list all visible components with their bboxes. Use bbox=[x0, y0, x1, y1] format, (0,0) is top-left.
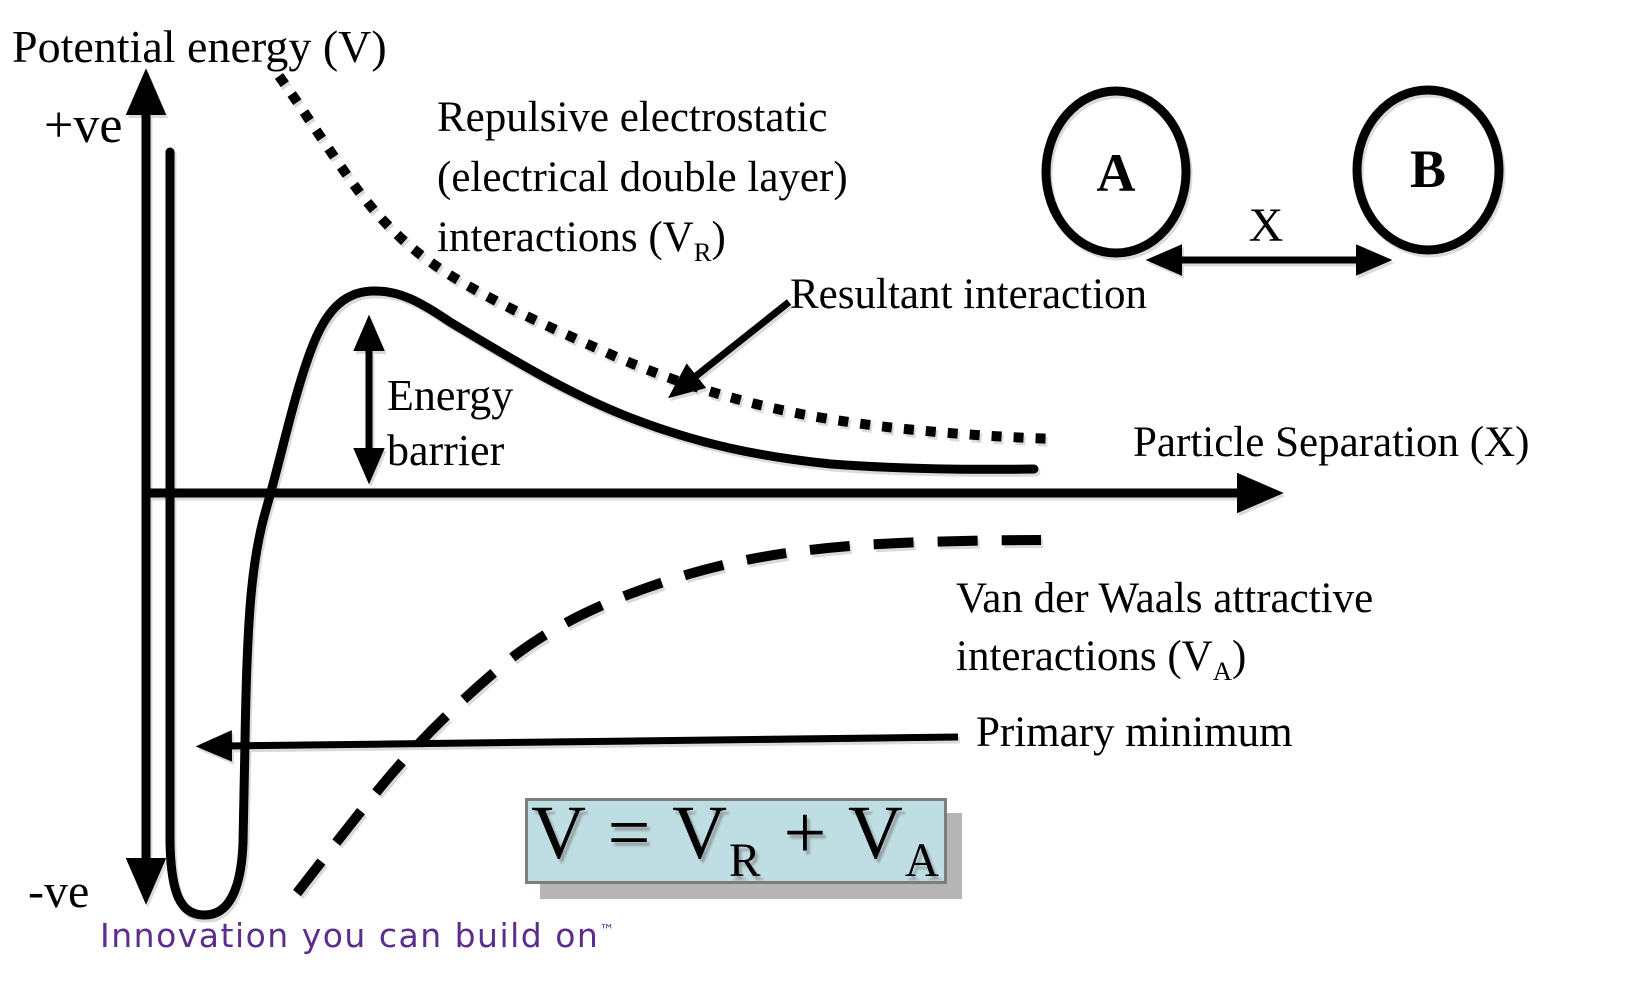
formula-text: V = VR + VA bbox=[531, 795, 941, 884]
page-title: Potential energy (V) bbox=[12, 21, 387, 72]
particle-a-label: A bbox=[1096, 143, 1136, 203]
brand-tagline: Innovation you can build on™ bbox=[100, 916, 614, 955]
energy-barrier-line-2: barrier bbox=[387, 426, 505, 475]
vdw-line-2-pre: interactions (V bbox=[956, 633, 1213, 680]
formula-sub-a: A bbox=[904, 834, 941, 887]
primary-minimum-label: Primary minimum bbox=[976, 709, 1293, 756]
vr-subscript: R bbox=[693, 237, 712, 268]
repulsive-line-2: (electrical double layer) bbox=[437, 154, 848, 201]
y-axis-negative-label: -ve bbox=[28, 865, 90, 918]
repulsive-line-3-pre: interactions (V bbox=[437, 214, 694, 261]
repulsive-curve-label: Repulsive electrostatic (electrical doub… bbox=[437, 88, 848, 268]
vdw-line-2: interactions (VA) bbox=[956, 628, 1373, 686]
particle-b-label: B bbox=[1409, 139, 1447, 199]
formula-mid: + V bbox=[762, 791, 905, 875]
vdw-curve-label: Van der Waals attractive interactions (V… bbox=[956, 570, 1373, 686]
separation-label: X bbox=[1248, 199, 1284, 252]
repulsive-line-3: interactions (VR) bbox=[437, 208, 848, 268]
va-subscript: A bbox=[1212, 656, 1232, 687]
repulsive-line-1: Repulsive electrostatic bbox=[437, 94, 828, 141]
formula-sub-r: R bbox=[729, 834, 763, 887]
attractive-curve-dashed bbox=[293, 535, 1042, 897]
primary-minimum-arrow bbox=[195, 730, 959, 762]
particle-a-circle bbox=[1041, 86, 1191, 258]
repulsive-line-3-post: ) bbox=[711, 214, 726, 261]
trademark-symbol: ™ bbox=[599, 921, 615, 939]
vdw-line-1: Van der Waals attractive bbox=[956, 575, 1374, 622]
resultant-curve-label: Resultant interaction bbox=[790, 271, 1148, 318]
vdw-line-2-post: ) bbox=[1232, 633, 1247, 680]
tagline-text: Innovation you can build on bbox=[100, 916, 600, 955]
formula-lead: V = V bbox=[531, 791, 730, 875]
energy-barrier-label: Energy barrier bbox=[387, 368, 513, 478]
formula-box: V = VR + VA bbox=[525, 795, 947, 884]
y-axis-positive-label: +ve bbox=[44, 97, 123, 154]
particle-b-circle bbox=[1352, 85, 1504, 255]
energy-barrier-line-1: Energy bbox=[387, 371, 514, 420]
resultant-pointer-arrow bbox=[667, 299, 792, 399]
x-axis-label: Particle Separation (X) bbox=[1133, 419, 1530, 466]
resultant-curve bbox=[165, 147, 1039, 920]
